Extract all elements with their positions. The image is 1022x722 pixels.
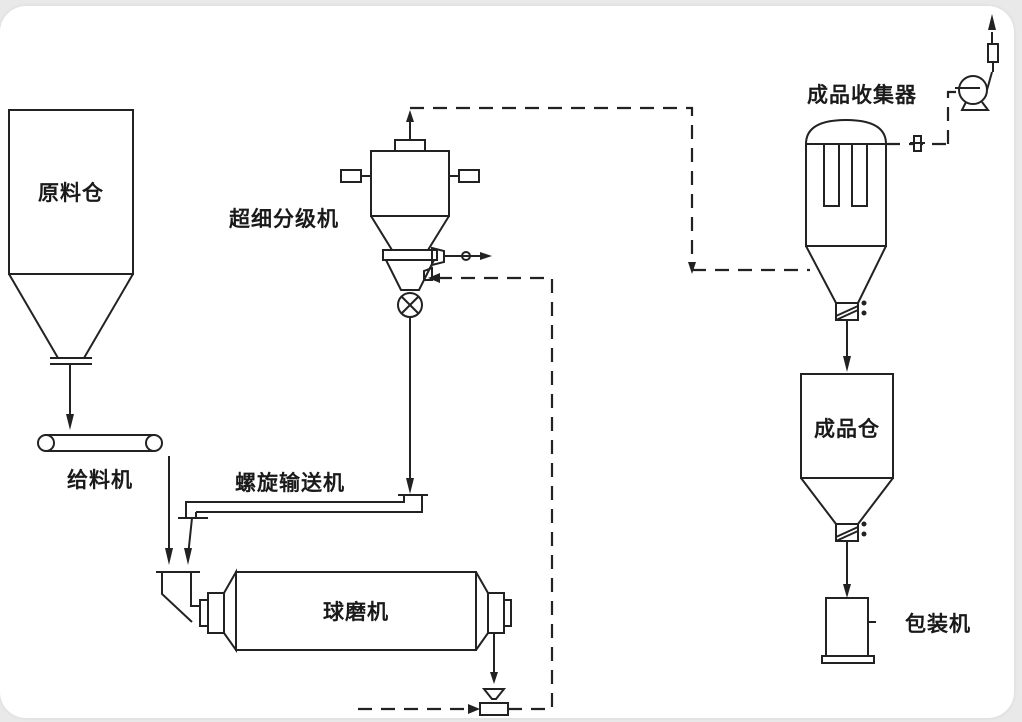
mill-discharge-arrow xyxy=(490,633,498,684)
screw-conveyor: 螺旋输送机 xyxy=(178,471,428,519)
raw-material-silo-label: 原料仓 xyxy=(38,181,104,205)
classifier-label: 超细分级机 xyxy=(229,207,339,231)
ultrafine-classifier: 超细分级机 xyxy=(229,139,492,318)
silo-to-packer-arrow xyxy=(843,541,851,598)
collector-label: 成品收集器 xyxy=(807,83,917,107)
packing-machine: 包装机 xyxy=(821,597,971,664)
product-silo-label: 成品仓 xyxy=(814,417,880,441)
classifier-to-conveyor-arrow xyxy=(406,317,414,494)
classifier-to-collector-air-line xyxy=(406,106,810,274)
raw-material-silo: 原料仓 xyxy=(8,109,134,365)
feeder-to-mill-arrow xyxy=(165,456,173,565)
feeder-label: 给料机 xyxy=(67,468,133,492)
feeder: 给料机 xyxy=(37,434,163,492)
collector-to-fan-air-line xyxy=(886,90,962,152)
product-silo: 成品仓 xyxy=(800,373,894,542)
ball-mill-label: 球磨机 xyxy=(323,600,389,624)
silo-to-feeder-arrow xyxy=(66,364,74,430)
discharge-valve xyxy=(479,688,509,716)
mill-to-classifier-air-line xyxy=(358,273,554,714)
conveyor-to-mill-arrow xyxy=(184,517,193,565)
ball-mill: 球磨机 xyxy=(156,568,512,654)
screw-conveyor-label: 螺旋输送机 xyxy=(235,471,345,495)
packer-label: 包装机 xyxy=(905,612,971,636)
exhaust-fan xyxy=(955,14,999,111)
collector-to-silo-arrow xyxy=(843,320,851,372)
product-collector: 成品收集器 xyxy=(805,83,917,321)
